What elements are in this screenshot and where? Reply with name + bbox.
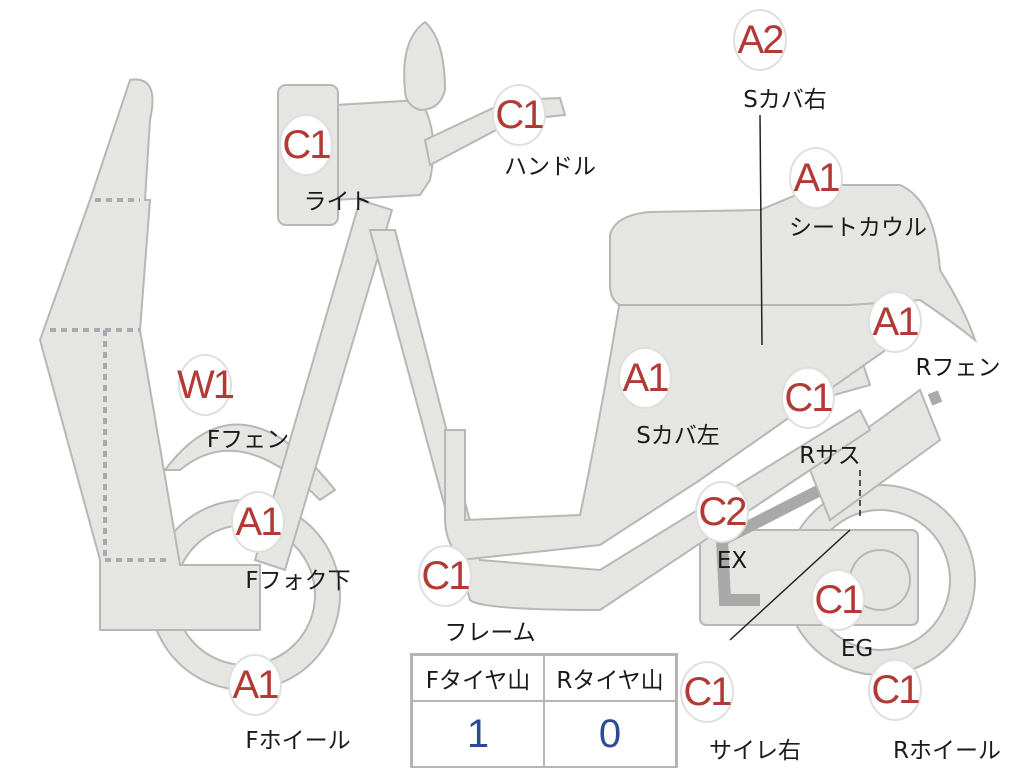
- label-side-cover-left: Sカバ左: [636, 423, 720, 449]
- rear-tire-value: 0: [543, 700, 678, 768]
- label-handlebar: ハンドル: [504, 154, 596, 180]
- grade-badge-front-wheel: A1: [228, 654, 282, 716]
- label-front-fender: Fフェン: [206, 427, 290, 453]
- label-front-fork-lower: Fフォク下: [245, 568, 351, 594]
- grade-badge-seat-cowl: A1: [789, 147, 843, 209]
- label-exhaust: EX: [716, 548, 748, 574]
- grade-badge-rear-fender: A1: [868, 291, 922, 353]
- leg-shield: [38, 78, 261, 631]
- label-engine: EG: [840, 636, 874, 662]
- grade-badge-front-fender: W1: [177, 354, 235, 416]
- front-fork: [253, 198, 394, 572]
- label-rear-suspension: Rサス: [799, 443, 861, 469]
- label-muffler-right: サイレ右: [709, 738, 801, 764]
- grade-badge-rear-suspension: C1: [781, 367, 835, 429]
- label-seat-cowl: シートカウル: [789, 215, 927, 241]
- label-front-wheel: Fホイール: [245, 728, 351, 754]
- grade-badge-light: C1: [279, 114, 333, 176]
- grade-badge-side-cover-left: A1: [618, 347, 672, 409]
- grade-badge-rear-wheel: C1: [868, 659, 922, 721]
- grade-badge-frame: C1: [418, 545, 472, 607]
- label-light: ライト: [303, 189, 373, 215]
- tire-tread-table: Fタイヤ山 Rタイヤ山 1 0: [410, 653, 678, 768]
- leader-line: [759, 114, 763, 346]
- grade-badge-handlebar: C1: [492, 84, 546, 146]
- side-cover: [444, 299, 902, 562]
- rear-tire-header: Rタイヤ山: [543, 653, 678, 702]
- label-rear-wheel: Rホイール: [893, 738, 1001, 764]
- muffler: [808, 388, 942, 522]
- front-tire-value: 1: [410, 700, 545, 768]
- front-tire-header: Fタイヤ山: [410, 653, 545, 702]
- exhaust-pipe: [715, 484, 823, 606]
- grade-badge-muffler-right: C1: [680, 661, 734, 723]
- grade-badge-exhaust: C2: [695, 481, 749, 543]
- label-side-cover-right: Sカバ右: [743, 87, 827, 113]
- label-frame: フレーム: [444, 620, 536, 646]
- grade-badge-engine: C1: [811, 569, 865, 631]
- front-fender: [162, 423, 337, 502]
- grade-badge-side-cover-right: A2: [733, 9, 787, 71]
- label-rear-fender: Rフェン: [915, 355, 1001, 381]
- mirror: [403, 20, 447, 112]
- grade-badge-front-fork-lower: A1: [231, 491, 285, 553]
